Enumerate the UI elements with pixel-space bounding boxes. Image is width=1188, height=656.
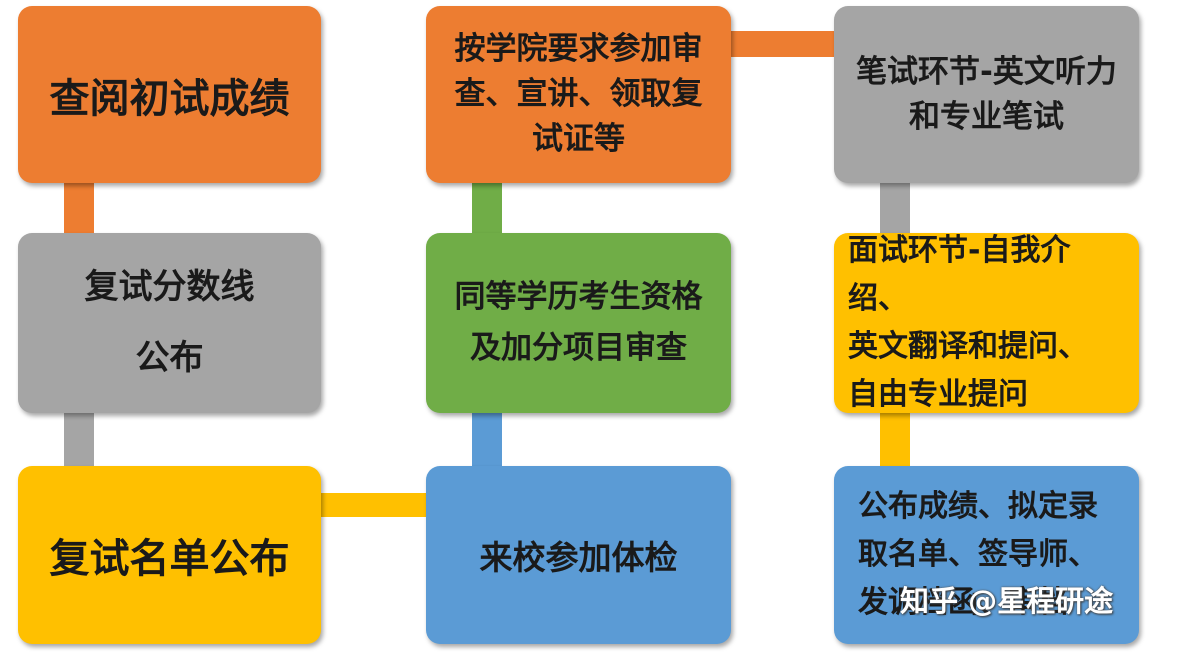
step-physical-exam: 来校参加体检 — [426, 466, 731, 644]
connector-7-8 — [880, 183, 910, 233]
step-label: 公布成绩、拟定录 取名单、签导师、 发调档函、审档 — [858, 489, 1098, 620]
step-label: 面试环节-自我介绍、 英文翻译和提问、 自由专业提问 — [848, 233, 1088, 412]
connector-4-5 — [472, 413, 502, 466]
step-retest-cutoff-published: 复试分数线 公布 — [18, 233, 321, 413]
step-written-exam: 笔试环节-英文听力 和专业笔试 — [834, 6, 1139, 183]
step-label: 复试分数线 公布 — [84, 266, 255, 378]
connector-6-7 — [731, 31, 834, 57]
step-results-published: 公布成绩、拟定录 取名单、签导师、 发调档函、审档 — [834, 466, 1139, 644]
step-interview: 面试环节-自我介绍、 英文翻译和提问、 自由专业提问 — [834, 233, 1139, 413]
watermark: 知乎 @星程研途 — [900, 584, 1114, 618]
step-label: 按学院要求参加审 查、宣讲、领取复 试证等 — [454, 31, 703, 157]
connector-5-6 — [472, 183, 502, 233]
step-label: 复试名单公布 — [49, 536, 290, 582]
connector-2-3 — [64, 413, 94, 466]
step-qualification-review: 同等学历考生资格 及加分项目审查 — [426, 233, 731, 413]
step-label: 同等学历考生资格 及加分项目审查 — [454, 278, 703, 366]
connector-8-9 — [880, 413, 910, 466]
step-retest-list-published: 复试名单公布 — [18, 466, 321, 644]
step-college-review: 按学院要求参加审 查、宣讲、领取复 试证等 — [426, 6, 731, 183]
connector-1-2 — [64, 183, 94, 233]
connector-3-4 — [321, 493, 426, 517]
step-label: 来校参加体检 — [479, 538, 678, 577]
step-check-initial-scores: 查阅初试成绩 — [18, 6, 321, 183]
step-label: 笔试环节-英文听力 和专业笔试 — [856, 53, 1117, 135]
step-label: 查阅初试成绩 — [49, 75, 290, 122]
